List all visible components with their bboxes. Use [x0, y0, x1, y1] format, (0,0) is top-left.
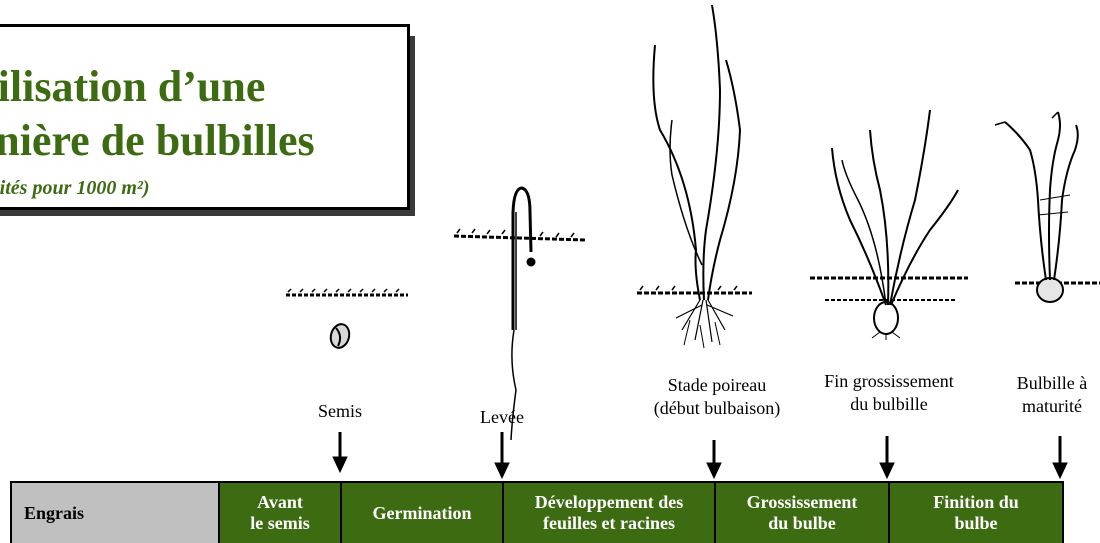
arrow-levee [495, 432, 509, 478]
table-column-finition: Finition du bulbe [890, 483, 1062, 543]
table-column-grossissement: Grossissement du bulbe [716, 483, 890, 543]
stage-arrows [333, 432, 1067, 478]
table-column-avant-semis: Avant le semis [220, 483, 342, 543]
mature-bulb-illustration [995, 112, 1100, 302]
arrow-maturite [1053, 436, 1067, 478]
seed-illustration [286, 289, 408, 350]
leek-stage-illustration [637, 5, 752, 348]
table-header-engrais: Engrais [12, 483, 220, 543]
bulb-growth-illustration [810, 110, 968, 340]
table-column-developpement: Développement des feuilles et racines [504, 483, 716, 543]
stage-label-stade-poireau: Stade poireau (début bulbaison) [642, 374, 792, 420]
table-column-germination: Germination [342, 483, 504, 543]
sprout-illustration [454, 188, 585, 440]
arrow-semis [333, 432, 347, 472]
arrow-stade-poireau [707, 440, 721, 478]
fertilizer-table-header: Engrais Avant le semis Germination Dével… [10, 481, 1064, 543]
stage-label-levee: Levée [470, 406, 534, 429]
stage-label-semis: Semis [305, 400, 375, 423]
stage-label-maturite: Bulbille à maturité [1006, 372, 1098, 418]
arrow-fin-grossissement [880, 436, 894, 478]
stage-label-fin-grossissement: Fin grossissement du bulbille [808, 370, 970, 416]
